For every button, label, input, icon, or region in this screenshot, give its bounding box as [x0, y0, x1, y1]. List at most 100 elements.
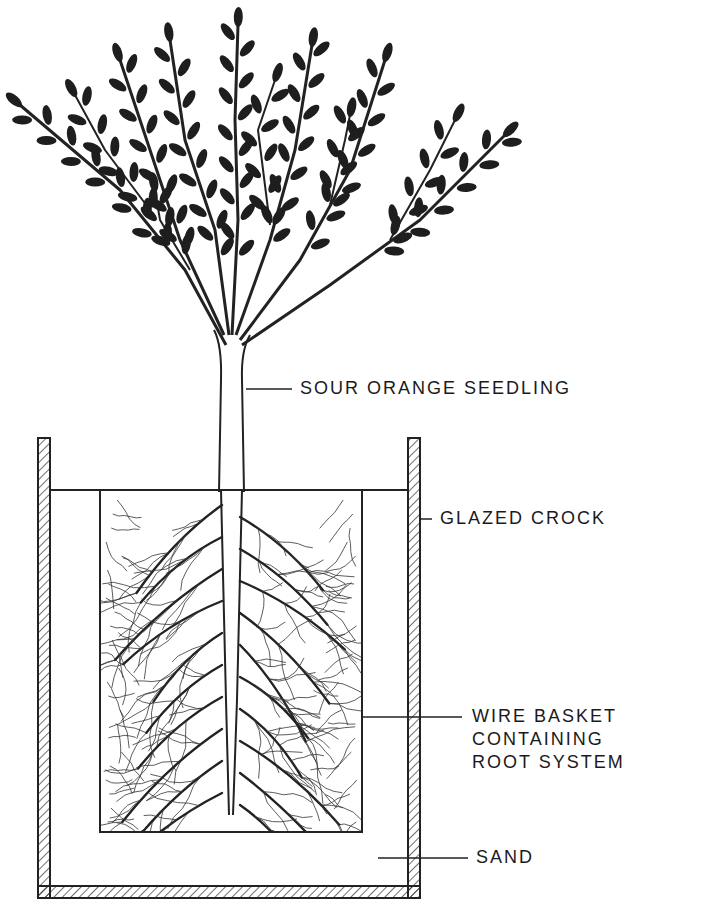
fine-root	[182, 664, 206, 676]
fine-root	[149, 809, 164, 831]
leaf	[290, 51, 308, 73]
fine-root	[283, 709, 320, 715]
leaf	[366, 111, 388, 129]
leaf	[262, 141, 280, 163]
fine-root	[101, 660, 115, 683]
fine-root	[321, 794, 350, 806]
fine-root	[286, 812, 313, 818]
fine-root	[269, 830, 319, 831]
leaf	[154, 142, 170, 164]
fine-root	[173, 519, 203, 536]
lateral-root	[122, 729, 222, 822]
fine-root	[313, 681, 361, 693]
root-system	[101, 491, 361, 831]
fine-root	[144, 634, 160, 679]
leaf	[152, 45, 173, 65]
fine-root	[321, 805, 361, 826]
fine-root	[144, 815, 177, 820]
fine-root	[325, 654, 353, 673]
fine-root	[284, 586, 306, 603]
leaf	[236, 70, 256, 91]
leaf	[127, 137, 149, 155]
leaf	[65, 125, 77, 146]
fine-root	[101, 822, 122, 825]
leaf	[236, 237, 256, 258]
leaf	[375, 80, 397, 98]
fine-root	[169, 535, 186, 575]
fine-root	[316, 710, 342, 734]
fine-root	[152, 781, 182, 791]
fine-root	[113, 829, 145, 831]
fine-root	[310, 766, 339, 770]
leaf	[148, 171, 160, 192]
fine-root	[150, 774, 201, 782]
fine-root	[111, 829, 145, 831]
fine-root	[345, 649, 361, 685]
part-label: GLAZED CROCK	[440, 507, 640, 530]
leaf	[187, 201, 209, 219]
leaf	[247, 192, 268, 212]
leaf	[384, 246, 405, 256]
fine-root	[261, 727, 280, 755]
leaf	[266, 173, 284, 195]
fine-root	[115, 612, 144, 629]
leaf	[62, 77, 79, 99]
leaf	[215, 122, 235, 143]
leaf	[439, 145, 461, 161]
fine-root	[315, 570, 342, 591]
leaf	[317, 168, 334, 190]
lateral-root	[240, 645, 306, 742]
fine-root	[327, 626, 356, 643]
fine-root	[325, 633, 356, 663]
leaf	[204, 178, 220, 200]
leaf	[271, 226, 293, 245]
leaf	[403, 176, 415, 197]
fine-root	[108, 693, 134, 698]
branch	[170, 40, 229, 335]
leaf	[175, 56, 193, 78]
leaf	[110, 41, 125, 63]
leaf	[296, 134, 317, 154]
fine-root	[260, 628, 271, 667]
lateral-root	[240, 677, 308, 738]
leaf	[301, 102, 322, 122]
fine-root	[128, 553, 168, 567]
fine-root	[260, 622, 286, 629]
taproot	[221, 491, 242, 815]
leaf	[331, 104, 348, 126]
fine-root	[110, 800, 141, 818]
fine-root	[176, 699, 204, 709]
fine-root	[120, 710, 129, 748]
fine-root	[325, 795, 343, 809]
leaf	[325, 208, 347, 224]
trunk	[214, 330, 250, 492]
fine-root	[306, 742, 323, 804]
fine-root	[136, 761, 180, 767]
leaf	[98, 165, 120, 178]
leaf	[309, 236, 331, 252]
leaf	[217, 186, 237, 207]
leaf	[164, 206, 176, 227]
fine-root	[319, 682, 339, 714]
fine-root	[166, 611, 201, 640]
leaf	[81, 140, 103, 156]
wire-basket	[100, 490, 362, 832]
leaf	[418, 148, 431, 170]
fine-root	[172, 644, 207, 663]
leaf	[110, 136, 120, 156]
leaf	[85, 178, 105, 187]
branch	[20, 105, 226, 345]
leaf	[12, 115, 32, 124]
leaf	[270, 61, 285, 83]
lateral-root	[240, 741, 339, 825]
fine-root	[261, 751, 302, 754]
leaf	[138, 204, 159, 224]
leaf	[432, 119, 445, 141]
leaf	[304, 210, 317, 231]
part-label: SOUR ORANGE SEEDLING	[300, 377, 600, 400]
fine-root	[326, 583, 354, 587]
fine-root	[292, 556, 341, 596]
fine-root	[302, 786, 320, 821]
leaf	[270, 205, 288, 227]
leaf	[177, 171, 199, 189]
